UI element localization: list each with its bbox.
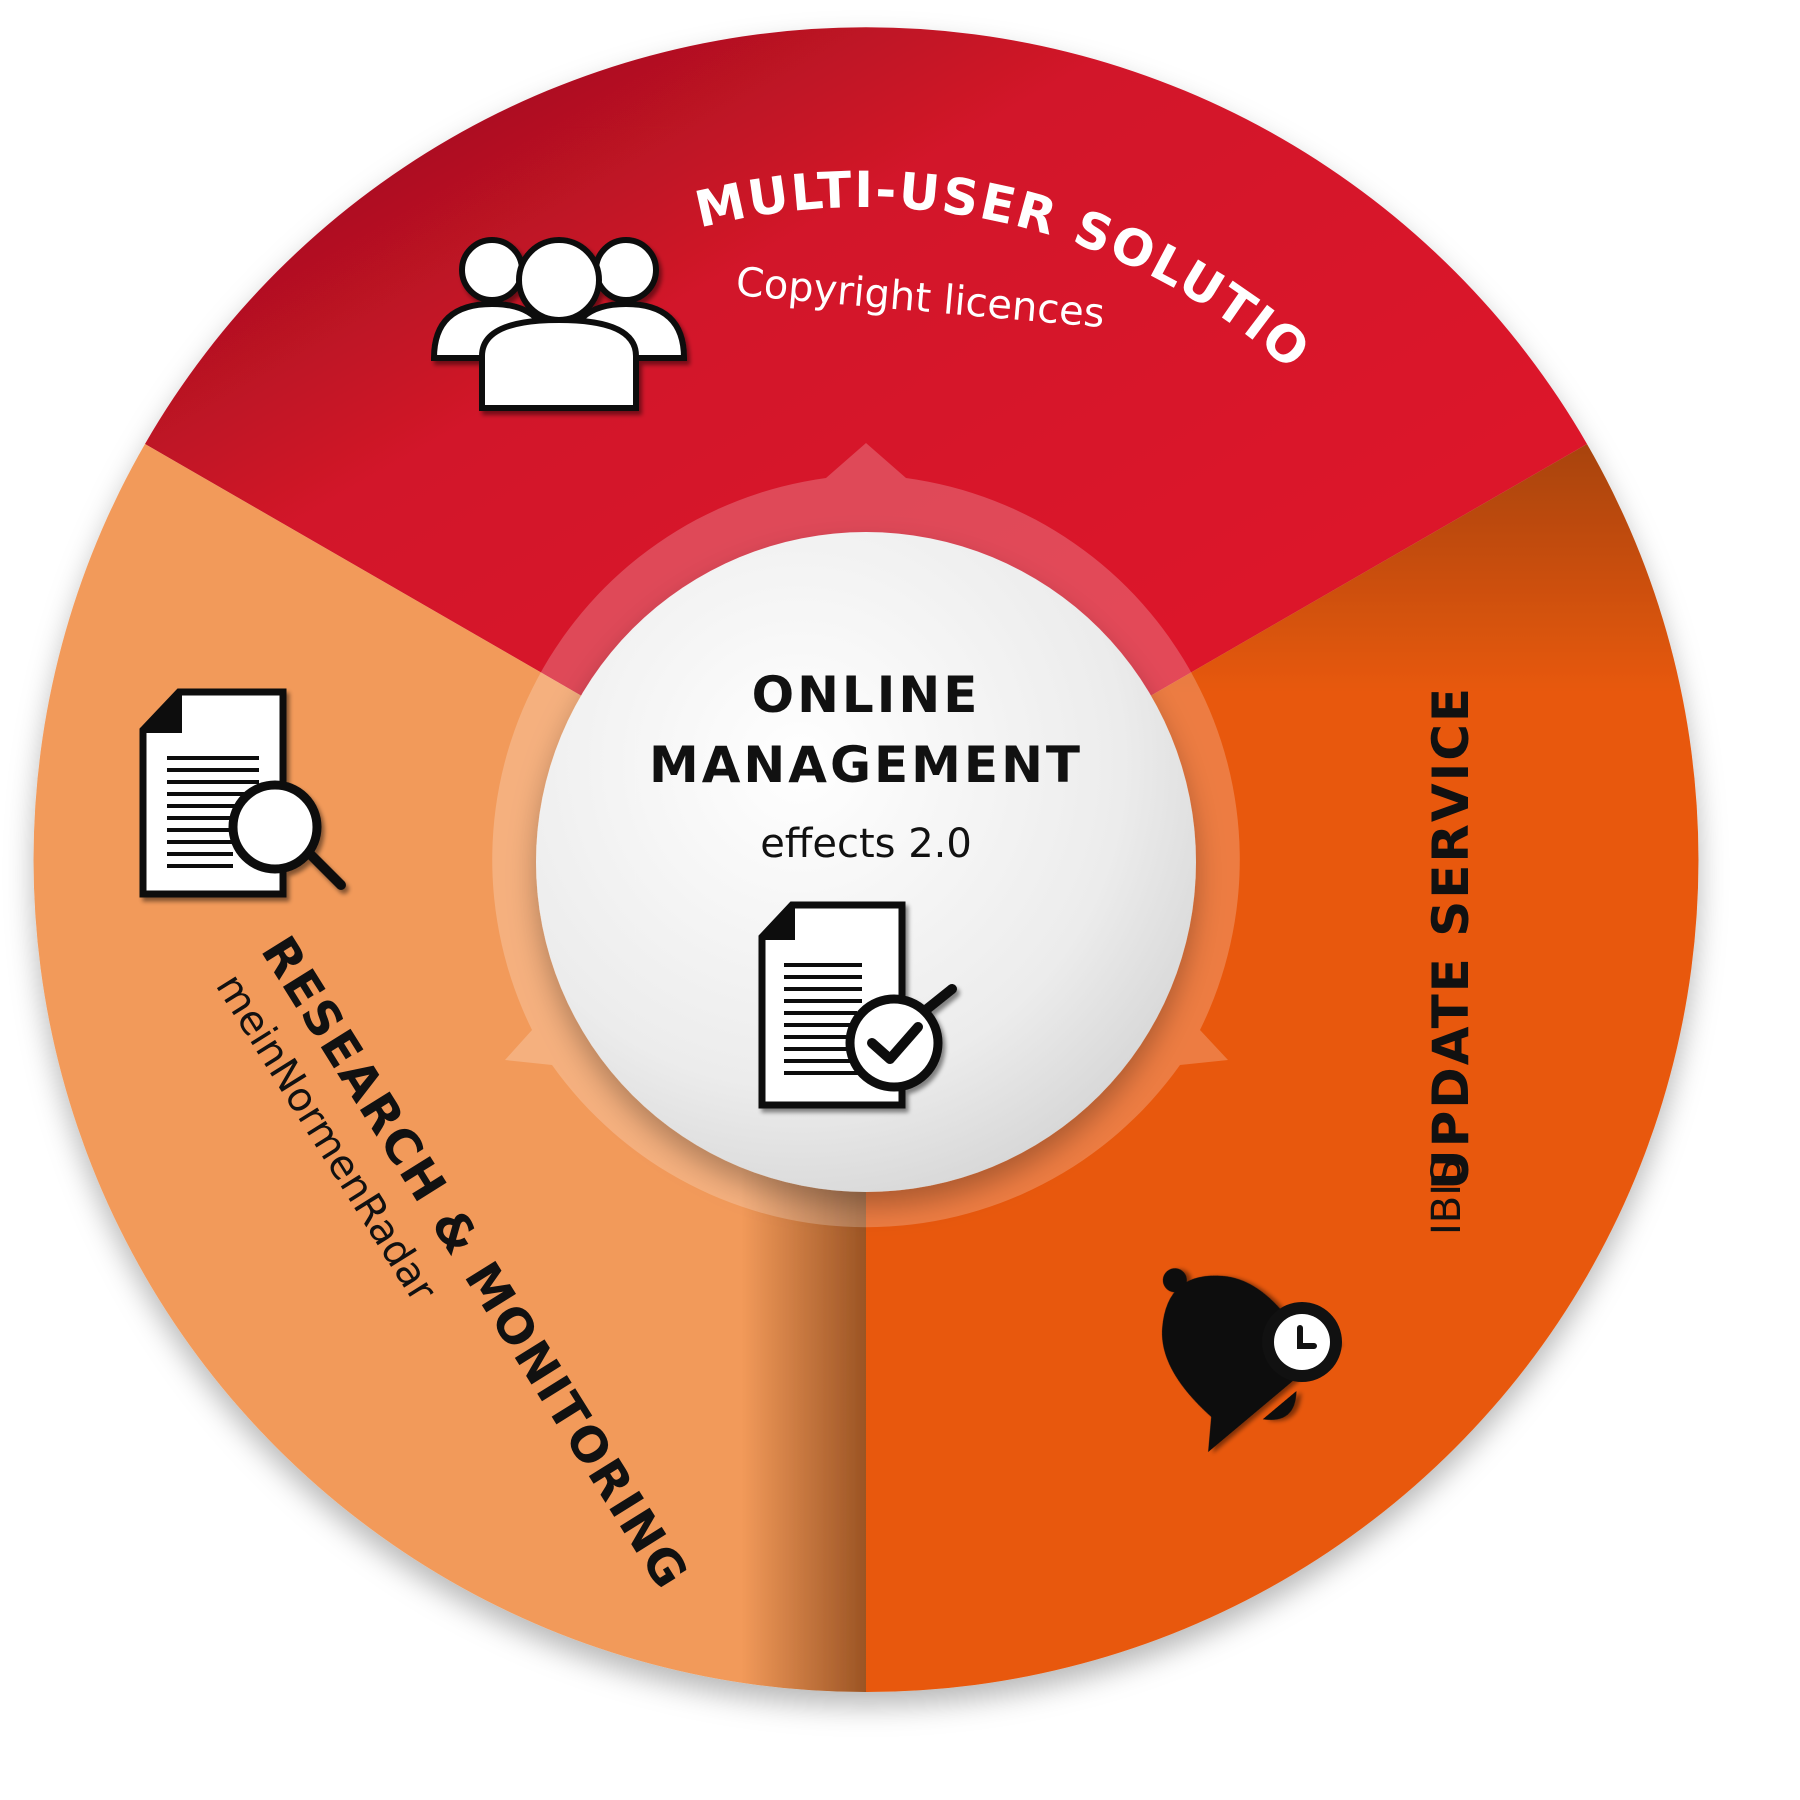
segment-multi-user xyxy=(145,27,1587,860)
bell-clock-icon xyxy=(1162,1268,1339,1453)
clock-icon xyxy=(1262,1302,1342,1382)
update-service-title: UPDATE SERVICE xyxy=(1422,686,1480,1190)
center-title-line2: MANAGEMENT xyxy=(649,736,1083,794)
document-check-icon xyxy=(758,901,957,1109)
users-group-icon xyxy=(430,237,688,411)
document-search-icon xyxy=(139,688,346,898)
update-service-subtitle: IBIS xyxy=(1424,1159,1470,1235)
center-title-line1: ONLINE xyxy=(752,666,981,724)
center-subtitle: effects 2.0 xyxy=(760,821,972,867)
center-circle xyxy=(536,532,1196,1192)
